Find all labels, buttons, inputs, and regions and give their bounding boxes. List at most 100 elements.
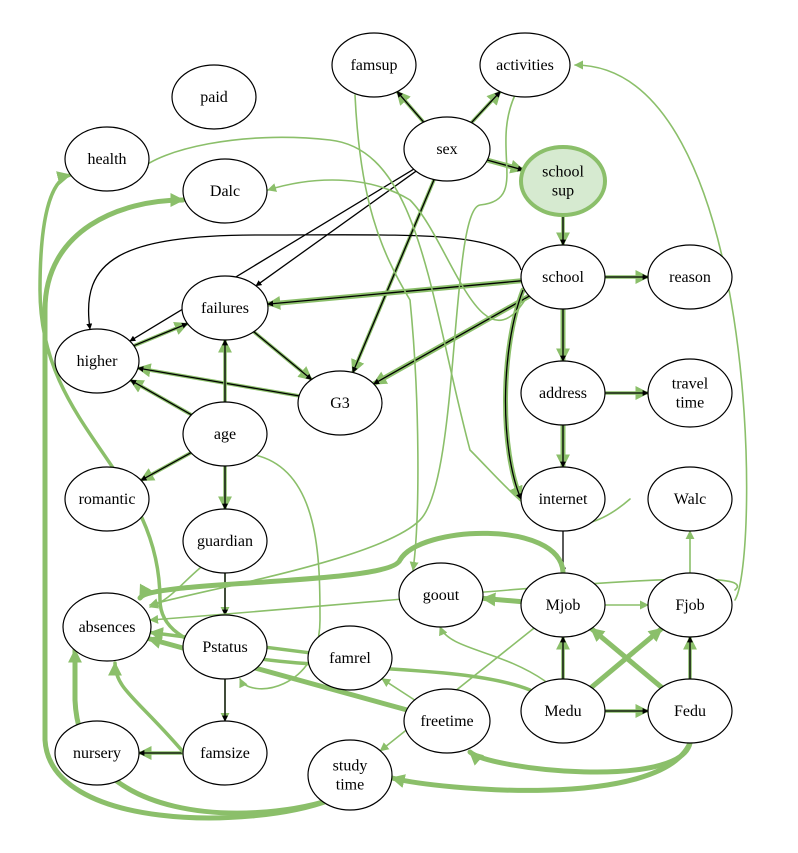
node-paid: paid [171, 64, 257, 130]
edge-sex-to-higher [129, 168, 415, 342]
node-label: Walc [674, 491, 706, 508]
edge-famsize-to-absences [108, 661, 192, 762]
edge-Mjob-to-goout [480, 592, 524, 607]
edge-age-to-higher [128, 378, 194, 417]
edge-stroke-green [239, 454, 321, 690]
edge-Mjob-to-absences [137, 530, 566, 601]
edge-stroke-black [267, 280, 522, 307]
node-famsize: famsize [182, 720, 268, 786]
node-label: school [542, 269, 584, 286]
node-ellipse [520, 678, 606, 744]
node-guardian: guardian [182, 508, 268, 574]
edge-Fedu-to-freetime [467, 740, 693, 775]
edge-age-to-romantic [139, 450, 193, 483]
node-label: Fedu [674, 703, 706, 720]
node-Fedu: Fedu [647, 678, 733, 744]
node-school: school [520, 244, 606, 310]
edge-stroke-green [480, 592, 524, 607]
node-ellipse [182, 508, 268, 574]
node-Dalc: Dalc [182, 158, 268, 224]
node-label: age [214, 426, 236, 443]
edge-layer [38, 60, 748, 821]
node-ellipse [479, 32, 571, 98]
node-famsup: famsup [331, 32, 417, 98]
edge-stroke-black [487, 159, 524, 172]
node-ellipse [403, 688, 491, 754]
node-failures: failures [181, 275, 269, 341]
node-ellipse [182, 614, 268, 680]
edge-school-to-failures [265, 278, 524, 310]
edge-stroke-green [267, 179, 526, 321]
edge-studytime-to-Dalc [42, 193, 333, 821]
edge-age-to-Pstatus [239, 454, 321, 690]
node-activities: activities [479, 32, 571, 98]
node-freetime: freetime [403, 688, 491, 754]
edge-school-to-Dalc [267, 179, 526, 321]
node-famrel: famrel [307, 625, 393, 691]
node-age: age [182, 401, 268, 467]
edge-activities-to-absences [149, 94, 516, 607]
node-ellipse [182, 720, 268, 786]
node-Walc: Walc [647, 466, 733, 532]
node-ellipse [307, 739, 393, 811]
node-goout: goout [398, 562, 484, 628]
edge-stroke-green [574, 60, 748, 601]
edge-stroke-green [389, 740, 693, 793]
node-ellipse [331, 32, 417, 98]
node-address: address [520, 360, 606, 426]
node-label: Mjob [546, 597, 581, 614]
node-ellipse [64, 466, 150, 532]
edge-Medu-to-goout [439, 626, 546, 682]
node-ellipse [62, 592, 152, 662]
node-label: reason [669, 269, 711, 286]
edge-stroke-green [467, 740, 693, 775]
node-nursery: nursery [54, 720, 140, 786]
edge-sex-to-failures [255, 170, 417, 287]
node-label: freetime [420, 713, 473, 730]
node-label: Fjob [675, 597, 704, 614]
edge-stroke-black [133, 322, 188, 347]
node-ellipse [520, 244, 606, 310]
edge-stroke-green [381, 678, 416, 701]
edge-stroke-black [137, 366, 300, 397]
edge-stroke-green [588, 626, 665, 690]
edge-sex-to-famsup [395, 89, 426, 124]
node-label: Pstatus [202, 639, 247, 656]
node-health: health [64, 126, 150, 192]
node-sex: sex [403, 116, 491, 182]
node-Medu: Medu [520, 678, 606, 744]
node-label: goout [423, 587, 460, 604]
edge-G3-to-higher [136, 363, 301, 398]
edge-stroke-black [86, 234, 522, 330]
edge-Fedu-to-studytime [389, 740, 693, 793]
node-label: sup [552, 183, 574, 200]
node-Pstatus: Pstatus [182, 614, 268, 680]
edge-stroke-green [137, 530, 566, 601]
node-ellipse [403, 116, 491, 182]
node-label: famrel [329, 650, 371, 667]
node-ellipse [647, 466, 733, 532]
edge-school-to-higher [86, 234, 522, 330]
node-ellipse [520, 572, 606, 638]
edge-higher-to-failures [132, 321, 190, 348]
node-ellipse [520, 466, 606, 532]
node-reason: reason [647, 244, 733, 310]
node-label: sex [436, 141, 457, 158]
edge-stroke-black [129, 168, 415, 342]
edge-freetime-to-famrel [381, 678, 416, 701]
edge-school-to-internet [503, 287, 526, 502]
node-label: failures [201, 300, 249, 317]
node-ellipse [171, 64, 257, 130]
edge-Fjob-to-activities [574, 60, 748, 601]
edge-stroke-green [42, 193, 333, 821]
node-label: G3 [330, 395, 350, 412]
edge-stroke-green [439, 626, 546, 682]
node-ellipse [647, 358, 733, 428]
node-romantic: romantic [64, 466, 150, 532]
edge-Fedu-to-Mjob [588, 626, 665, 690]
